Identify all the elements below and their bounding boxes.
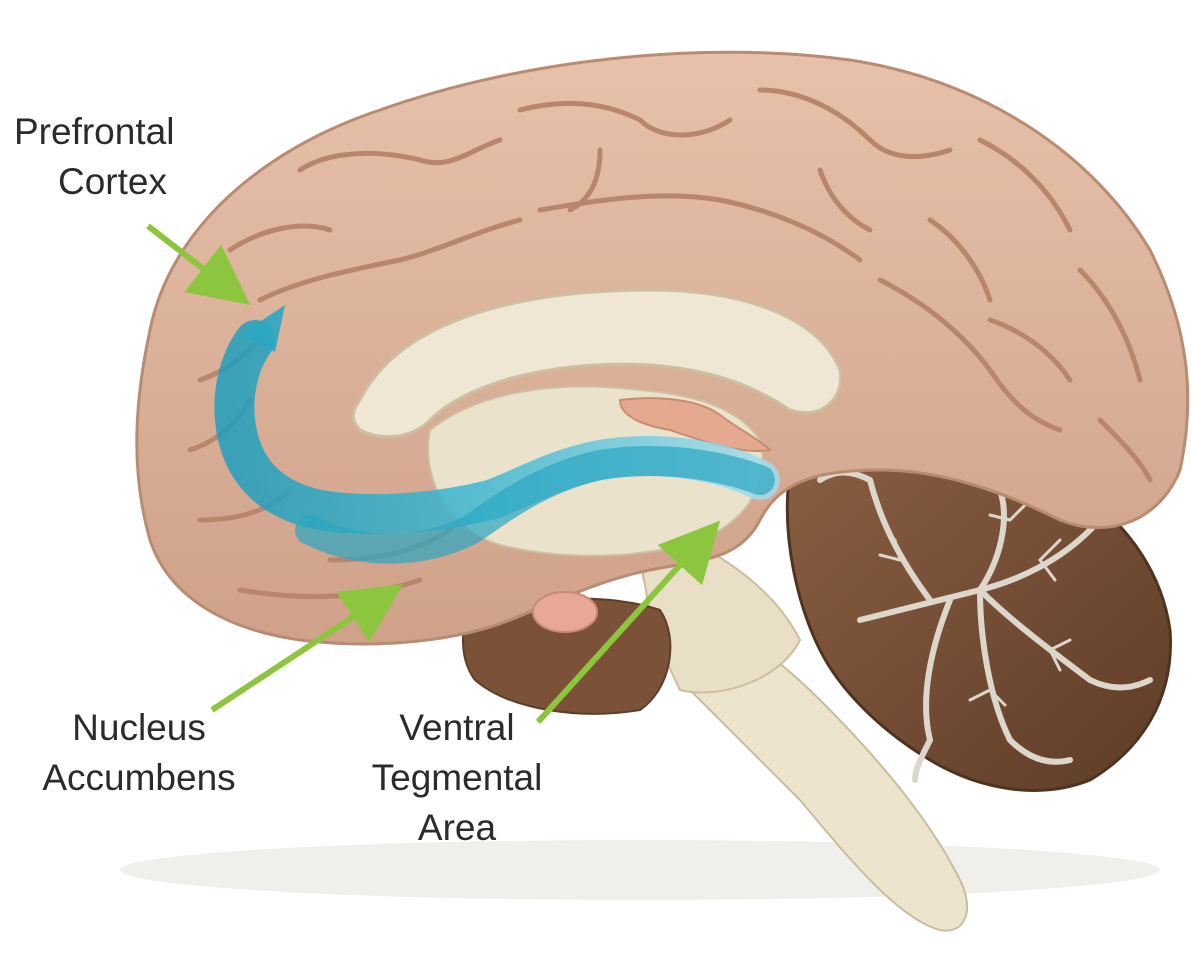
label-nucleus-accumbens: Nucleus Accumbens	[24, 703, 254, 803]
label-vta-line2: Tegmental	[357, 753, 557, 803]
label-nucleus-accumbens-line1: Nucleus	[24, 703, 254, 753]
label-prefrontal-cortex-line2: Cortex	[14, 157, 174, 207]
label-nucleus-accumbens-line2: Accumbens	[24, 753, 254, 803]
pituitary	[533, 592, 597, 632]
label-prefrontal-cortex-line1: Prefrontal	[14, 107, 174, 157]
label-ventral-tegmental-area: Ventral Tegmental Area	[357, 703, 557, 853]
label-prefrontal-cortex: Prefrontal Cortex	[14, 107, 174, 207]
label-vta-line3: Area	[357, 803, 557, 853]
label-vta-line1: Ventral	[357, 703, 557, 753]
floor-shadow	[120, 840, 1160, 900]
